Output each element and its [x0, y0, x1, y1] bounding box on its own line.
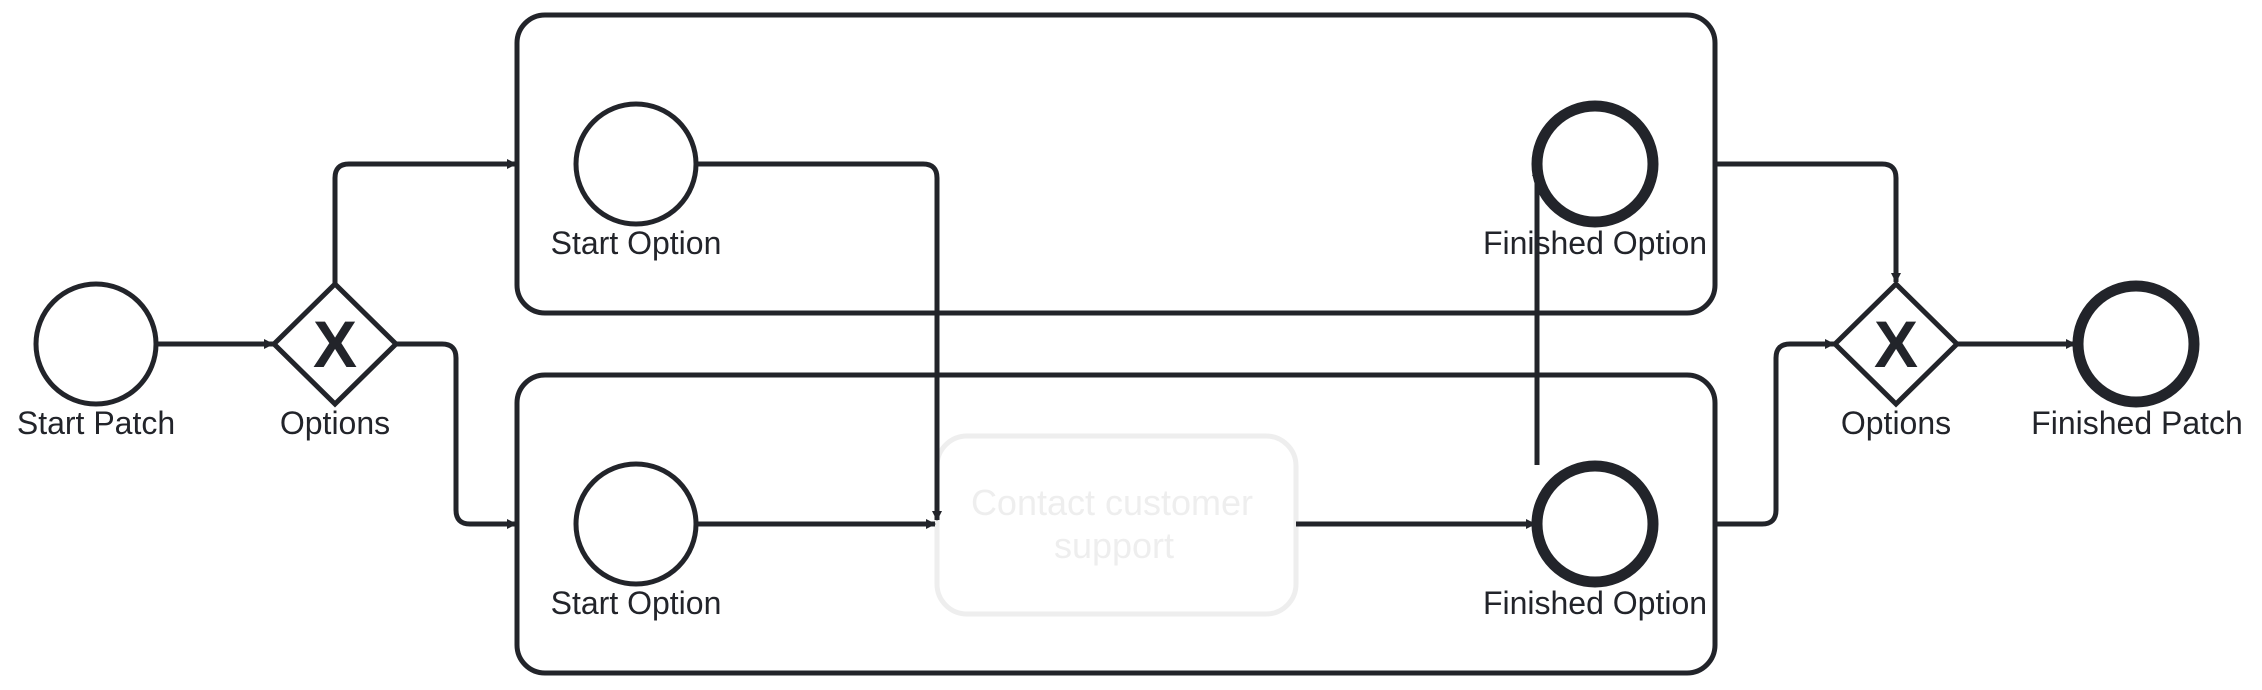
start-patch-event[interactable] [33, 281, 159, 407]
right-gateway-label: Options [1841, 405, 1951, 441]
finished-patch-label: Finished Patch [2031, 405, 2243, 441]
top-start-option-label: Start Option [551, 225, 722, 261]
finished-patch-event[interactable] [2072, 280, 2200, 408]
flow-top-to-right-gateway [1715, 161, 1901, 283]
contact-task-label-line1: Contact customer [971, 482, 1253, 523]
flow-gateway-to-bottom [396, 341, 517, 529]
top-start-option-event[interactable] [573, 101, 699, 227]
left-gateway-x-icon: X [313, 307, 357, 381]
top-finished-option-label: Finished Option [1483, 225, 1707, 261]
start-patch-label: Start Patch [17, 405, 175, 441]
flow-top-start-to-task [696, 161, 942, 521]
right-exclusive-gateway[interactable] [1831, 280, 1961, 408]
left-gateway-label: Options [280, 405, 390, 441]
bottom-start-option-label: Start Option [551, 585, 722, 621]
top-finished-option-event[interactable] [1531, 100, 1659, 228]
sequence-flows [156, 159, 2076, 529]
right-gateway-x-icon: X [1874, 307, 1918, 381]
left-exclusive-gateway[interactable] [270, 280, 400, 408]
bottom-start-option-event[interactable] [573, 461, 699, 587]
flow-gateway-to-top [332, 159, 517, 283]
bottom-finished-option-label: Finished Option [1483, 585, 1707, 621]
flow-bottom-to-right-gateway [1715, 339, 1835, 527]
contact-task-label-line2: support [1054, 525, 1174, 566]
bottom-finished-option-event[interactable] [1531, 460, 1659, 588]
